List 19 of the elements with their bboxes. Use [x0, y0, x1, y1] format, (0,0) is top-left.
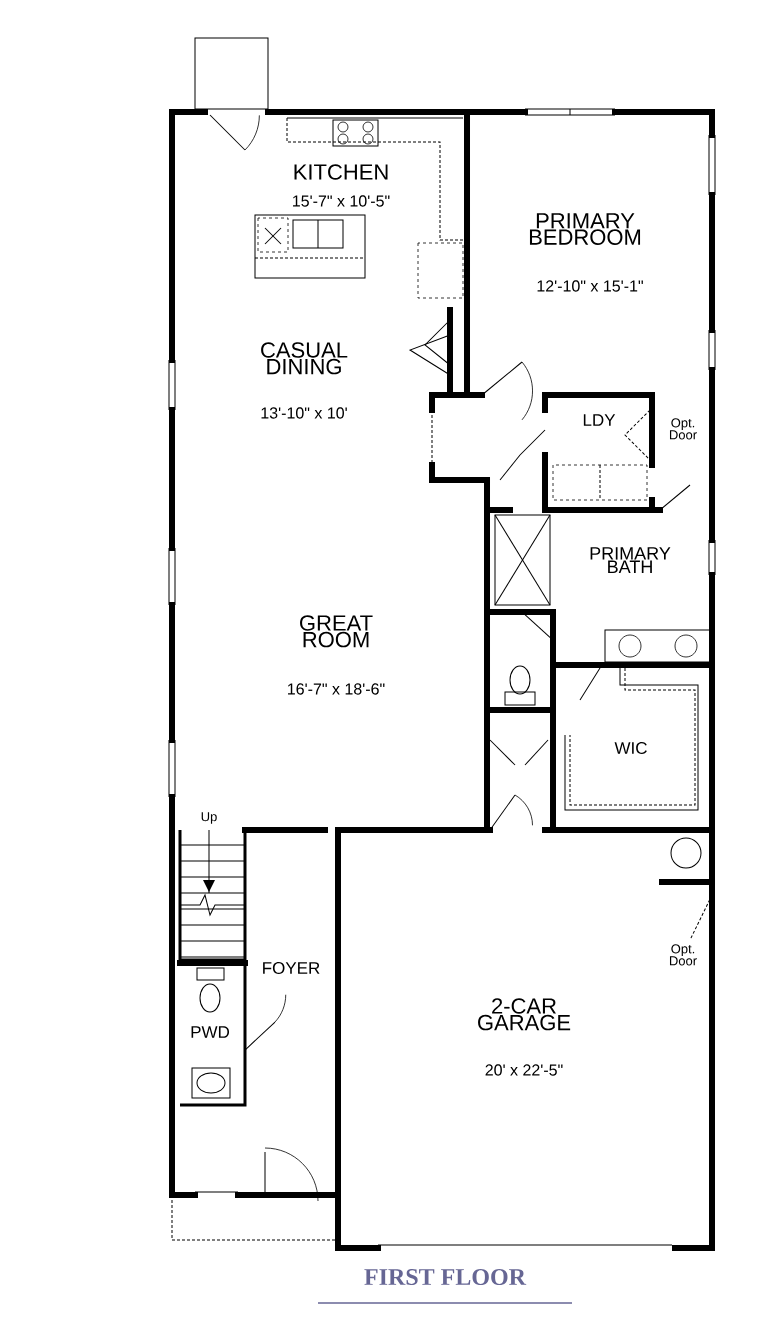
- title: FIRST FLOOR: [317, 1268, 573, 1304]
- room-label: WIC: [614, 742, 647, 755]
- room-dimension: 12'-10" x 15'-1": [537, 280, 643, 292]
- door-note: Opt. Door: [670, 418, 697, 440]
- room-label: KITCHEN: [294, 164, 388, 180]
- room-dimension: 13'-10" x 10': [261, 407, 347, 419]
- room-label: PRIMARY BATH: [590, 547, 671, 573]
- stair-label: Up: [201, 812, 217, 824]
- room-dimension: 16'-7" x 18'-6": [288, 683, 385, 695]
- room-label: LDY: [583, 414, 616, 426]
- room-label: GREAT ROOM: [300, 615, 373, 648]
- room-label: PRIMARY BEDROOM: [529, 213, 641, 245]
- door-note: Opt. Door: [670, 944, 697, 966]
- room-label: 2-CAR GARAGE: [478, 998, 571, 1031]
- room-dimension: 20' x 22'-5": [485, 1064, 563, 1076]
- room-label: PWD: [191, 1026, 229, 1038]
- room-label: CASUAL DINING: [261, 342, 348, 375]
- room-dimension: 15'-7" x 10'-5": [293, 195, 390, 207]
- room-label: FOYER: [263, 962, 320, 975]
